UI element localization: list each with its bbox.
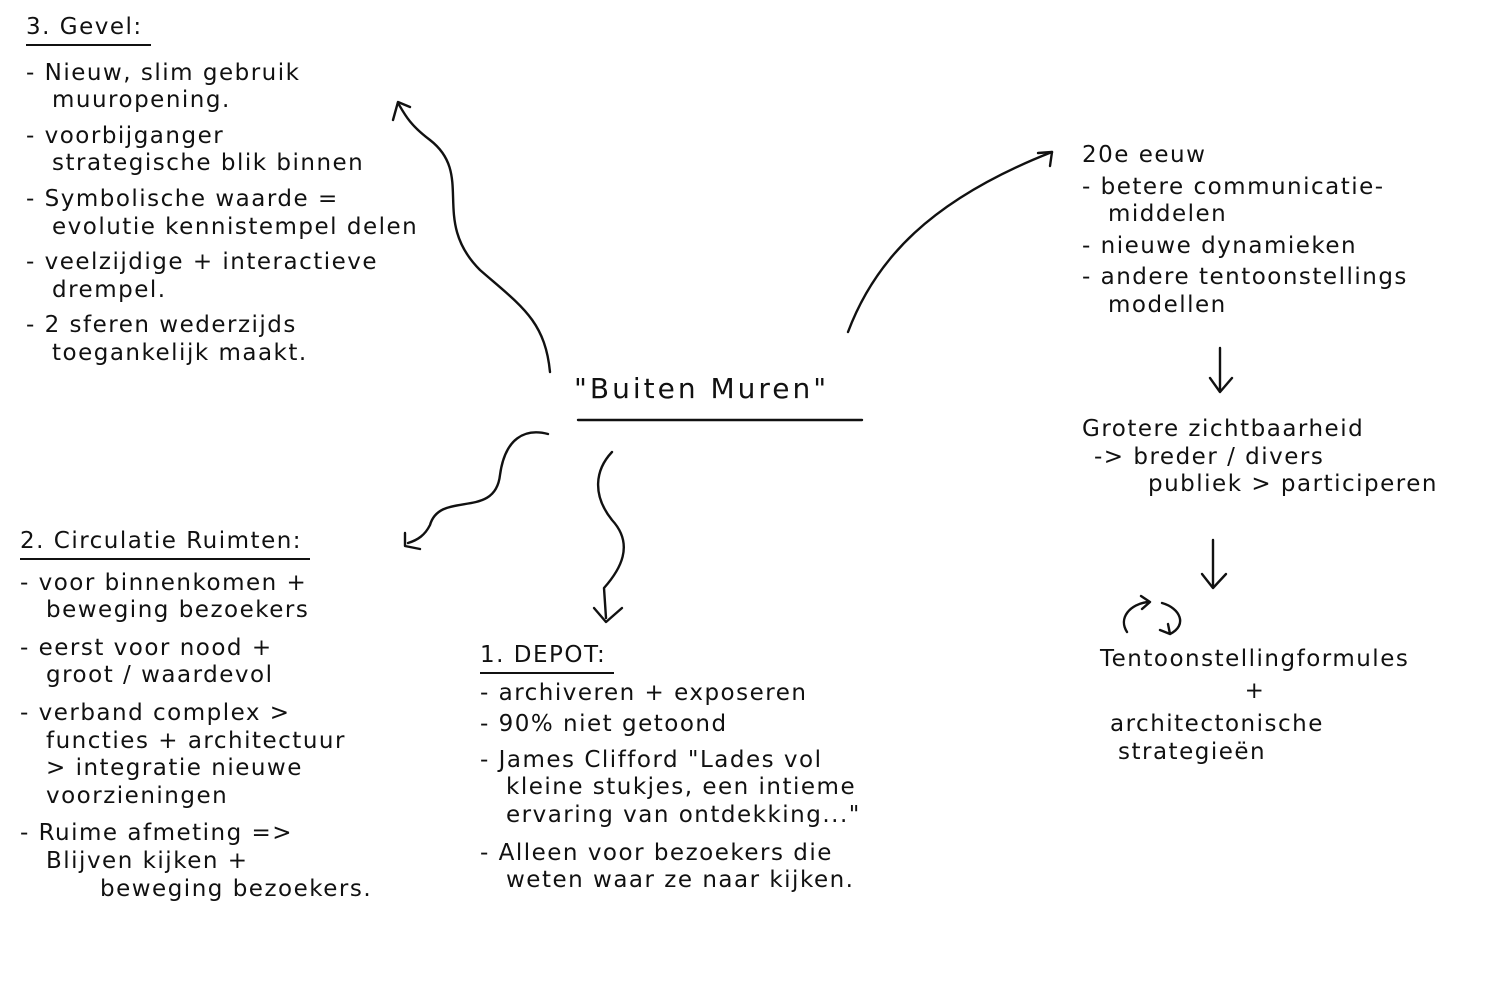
node-eeuw: 20e eeuw - betere communicatie- middelen…: [1082, 142, 1492, 320]
gevel-line: - Nieuw, slim gebruik: [26, 59, 301, 86]
node-zichtbaarheid: Grotere zichtbaarheid -> breder / divers…: [1082, 416, 1492, 499]
eeuw-heading: 20e eeuw: [1082, 142, 1207, 168]
depot-line: ervaring van ontdekking...": [506, 801, 861, 828]
circulatie-line: - eerst voor nood +: [20, 634, 273, 661]
circulatie-line: Blijven kijken +: [46, 847, 249, 874]
eeuw-line: modellen: [1108, 291, 1227, 318]
arrow-to-circulatie: [406, 431, 550, 545]
cycle-arrows-icon: [1122, 594, 1182, 636]
arrowhead-eeuw-icon: [1036, 150, 1054, 168]
formules-line: +: [1244, 677, 1266, 704]
circulatie-line: - verband complex >: [20, 699, 291, 726]
arrow-to-eeuw: [846, 150, 1054, 334]
circulatie-line: beweging bezoekers.: [100, 875, 373, 902]
arrow-to-depot: [596, 450, 625, 620]
arrowhead-circulatie-icon: [403, 531, 422, 551]
circulatie-line: groot / waardevol: [46, 662, 274, 689]
zichtbaarheid-line: -> breder / divers: [1094, 443, 1325, 470]
formules-line: strategieën: [1118, 738, 1267, 765]
circulatie-line: - Ruime afmeting =>: [20, 820, 294, 847]
depot-line: - 90% niet getoond: [480, 711, 728, 738]
gevel-line: evolutie kennistempel delen: [52, 213, 419, 240]
arrow-to-gevel: [396, 101, 552, 374]
circulatie-line: voorzieningen: [46, 782, 229, 809]
eeuw-line: - nieuwe dynamieken: [1082, 232, 1358, 259]
arrowhead-gevel-icon: [391, 100, 412, 122]
zichtbaarheid-line: Grotere zichtbaarheid: [1082, 416, 1365, 442]
eeuw-line: middelen: [1108, 201, 1228, 228]
node-circulatie: 2. Circulatie Ruimten: - voor binnenkome…: [20, 528, 440, 903]
formules-line: Tentoonstellingformules: [1100, 646, 1410, 672]
depot-heading: 1. DEPOT:: [480, 642, 615, 674]
node-center: "Buiten Muren": [574, 372, 829, 406]
formules-line: architectonische: [1110, 711, 1324, 738]
circulatie-heading: 2. Circulatie Ruimten:: [20, 528, 311, 560]
zichtbaarheid-line: publiek > participeren: [1148, 471, 1438, 498]
gevel-heading: 3. Gevel:: [26, 14, 151, 46]
arrowhead-down-2-icon: [1200, 572, 1228, 590]
gevel-line: drempel.: [52, 276, 167, 303]
gevel-line: strategische blik binnen: [52, 150, 365, 177]
node-formules: Tentoonstellingformules + architectonisc…: [1100, 646, 1500, 766]
gevel-line: toegankelijk maakt.: [52, 339, 308, 366]
depot-line: weten waar ze naar kijken.: [506, 867, 855, 894]
gevel-line: muuropening.: [52, 87, 231, 114]
circulatie-line: - voor binnenkomen +: [20, 569, 308, 596]
depot-line: - archiveren + exposeren: [480, 679, 808, 706]
arrowhead-down-1-icon: [1208, 376, 1234, 394]
depot-line: kleine stukjes, een intieme: [506, 774, 857, 801]
node-depot: 1. DEPOT: - archiveren + exposeren - 90%…: [480, 642, 1000, 895]
depot-line: - Alleen voor bezoekers die: [480, 839, 833, 866]
node-gevel: 3. Gevel: - Nieuw, slim gebruik muuropen…: [26, 14, 456, 368]
depot-line: - James Clifford "Lades vol: [480, 746, 823, 773]
gevel-line: - 2 sferen wederzijds: [26, 312, 297, 339]
circulatie-line: > integratie nieuwe: [46, 755, 303, 782]
circulatie-line: functies + architectuur: [46, 727, 346, 754]
eeuw-line: - betere communicatie-: [1082, 173, 1385, 200]
center-title: "Buiten Muren": [574, 372, 830, 405]
arrowhead-depot-icon: [592, 606, 624, 624]
gevel-line: - voorbijganger: [26, 122, 225, 149]
circulatie-line: beweging bezoekers: [46, 597, 310, 624]
gevel-line: - veelzijdige + interactieve: [26, 249, 379, 276]
eeuw-line: - andere tentoonstellings: [1082, 264, 1408, 291]
gevel-line: - Symbolische waarde =: [26, 185, 339, 212]
